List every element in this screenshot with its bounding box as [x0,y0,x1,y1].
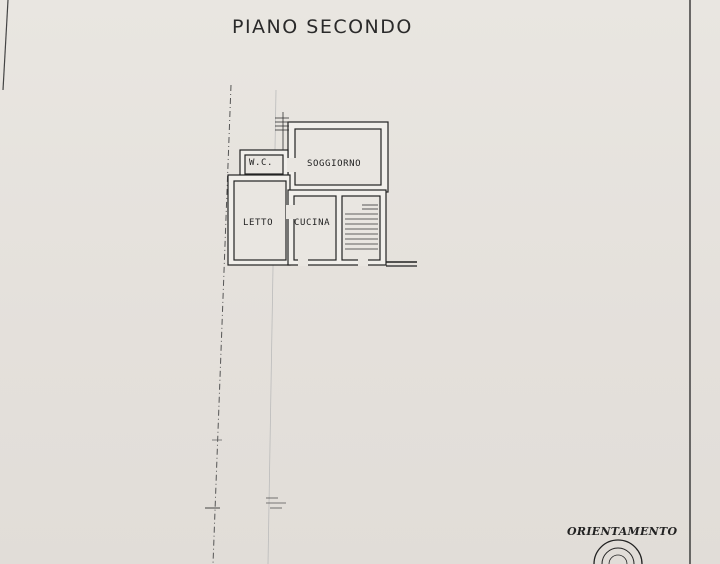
door-openings [286,158,368,266]
annotation-marks [266,497,286,509]
room-wc-floor [244,154,284,175]
walls [227,121,389,266]
orientation-label: ORIENTAMENTO [567,525,678,538]
room-label-soggiorno: SOGGIORNO [307,159,362,169]
left-border-line [2,0,9,91]
room-label-wc: W.C. [249,158,274,168]
room-label-letto: LETTO [243,218,274,228]
room-cucina-floor [293,195,337,261]
drawing-title: PIANO SECONDO [232,16,413,38]
room-soggiorno-floor [294,128,382,186]
entry-stair-marks [275,112,289,150]
internal-stair-treads [345,204,378,250]
stair-well [341,195,381,261]
compass-rose-icon [593,539,643,564]
room-letto-floor [233,180,287,261]
boundary-line [212,84,232,564]
room-label-cucina: CUCINA [294,218,331,228]
